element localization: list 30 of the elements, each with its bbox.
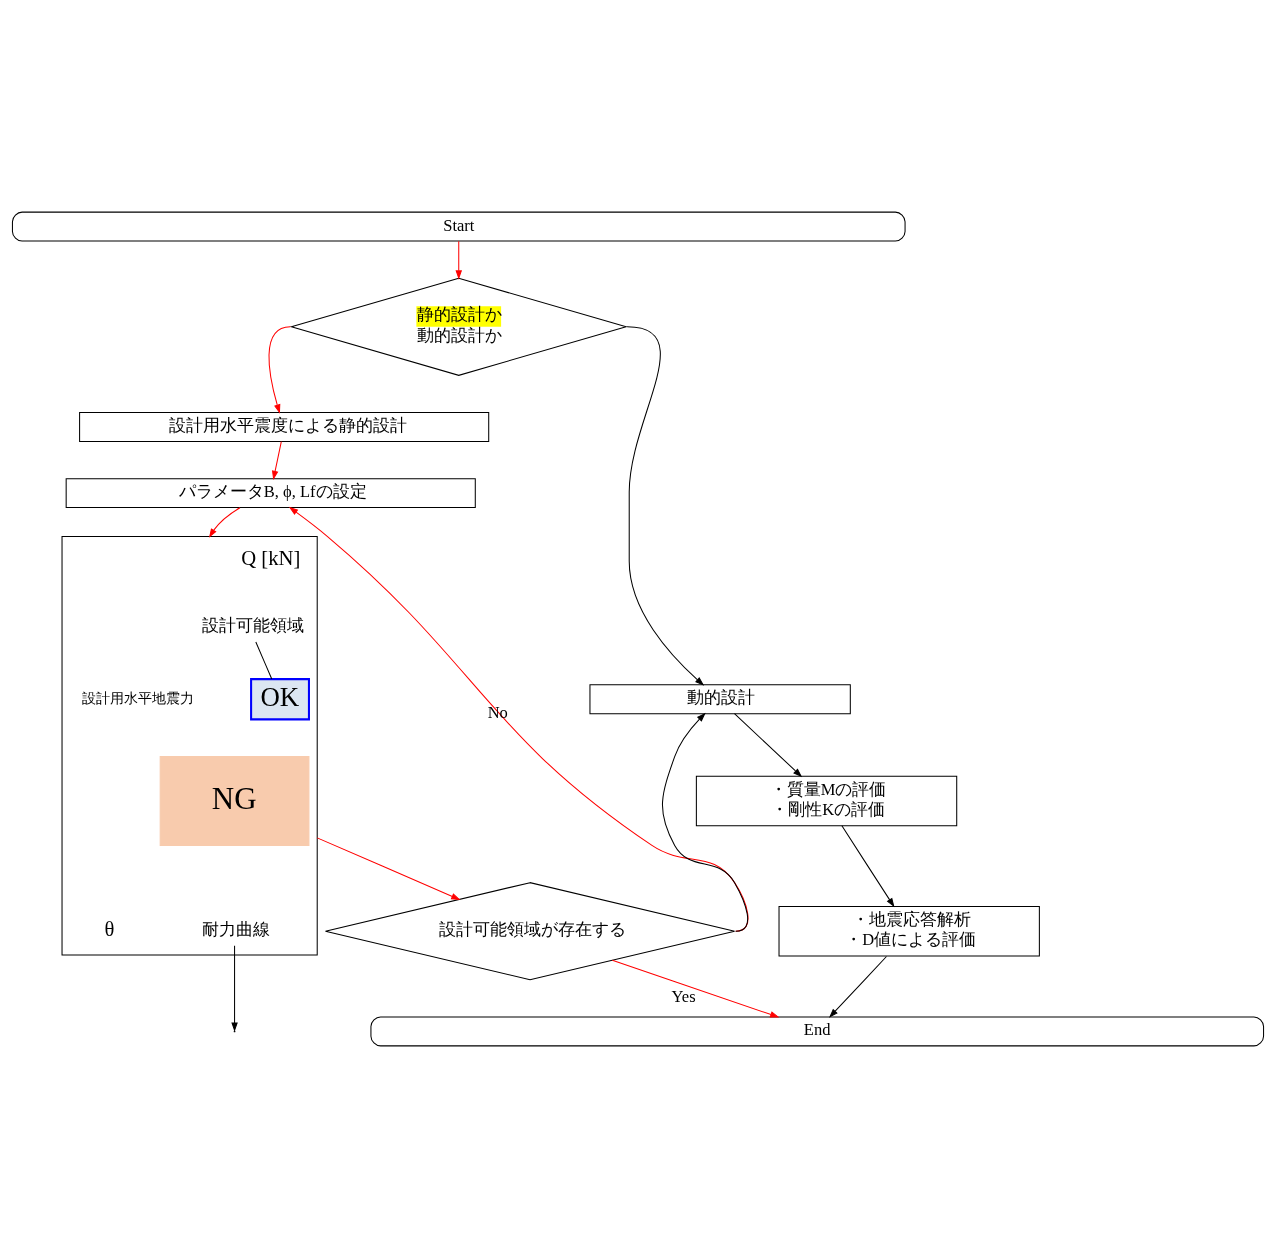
node-diamond: 設計可能領域が存在する [324, 881, 736, 980]
node-box: OK [250, 677, 310, 720]
label: Q [kN] [241, 546, 301, 569]
arrow [626, 325, 705, 686]
node-box: パラメータB, ϕ, Lfの設定 [65, 477, 476, 508]
node-box: ・質量Mの評価 ・剛性Kの評価 [695, 775, 958, 826]
arrow [316, 836, 461, 900]
node-box: NG [159, 755, 310, 846]
arrow [611, 959, 780, 1017]
node-box: End [370, 1015, 1265, 1046]
cluster [61, 535, 318, 955]
arrow [455, 240, 462, 280]
arrow [208, 506, 241, 538]
arrow [268, 325, 291, 414]
arrow [829, 955, 887, 1018]
node-box: Start [11, 211, 906, 242]
node-text: 設計可能領域 [201, 615, 304, 635]
label: θ [104, 917, 115, 940]
node-box: ・地震応答解析 ・D値による評価 [778, 905, 1040, 956]
label: 設計用水平地震力 [82, 689, 195, 706]
node-box: 設計用水平震度による静的設計 [79, 411, 490, 442]
arrow [288, 506, 749, 932]
node-box: 動的設計 [589, 683, 851, 714]
arrow [271, 440, 282, 480]
connector [255, 640, 273, 680]
arrow [733, 712, 803, 777]
arrow [841, 824, 895, 907]
edge-label: Yes [671, 986, 696, 1006]
arrow [662, 712, 749, 932]
node-text: 耐力曲線 [201, 919, 270, 939]
